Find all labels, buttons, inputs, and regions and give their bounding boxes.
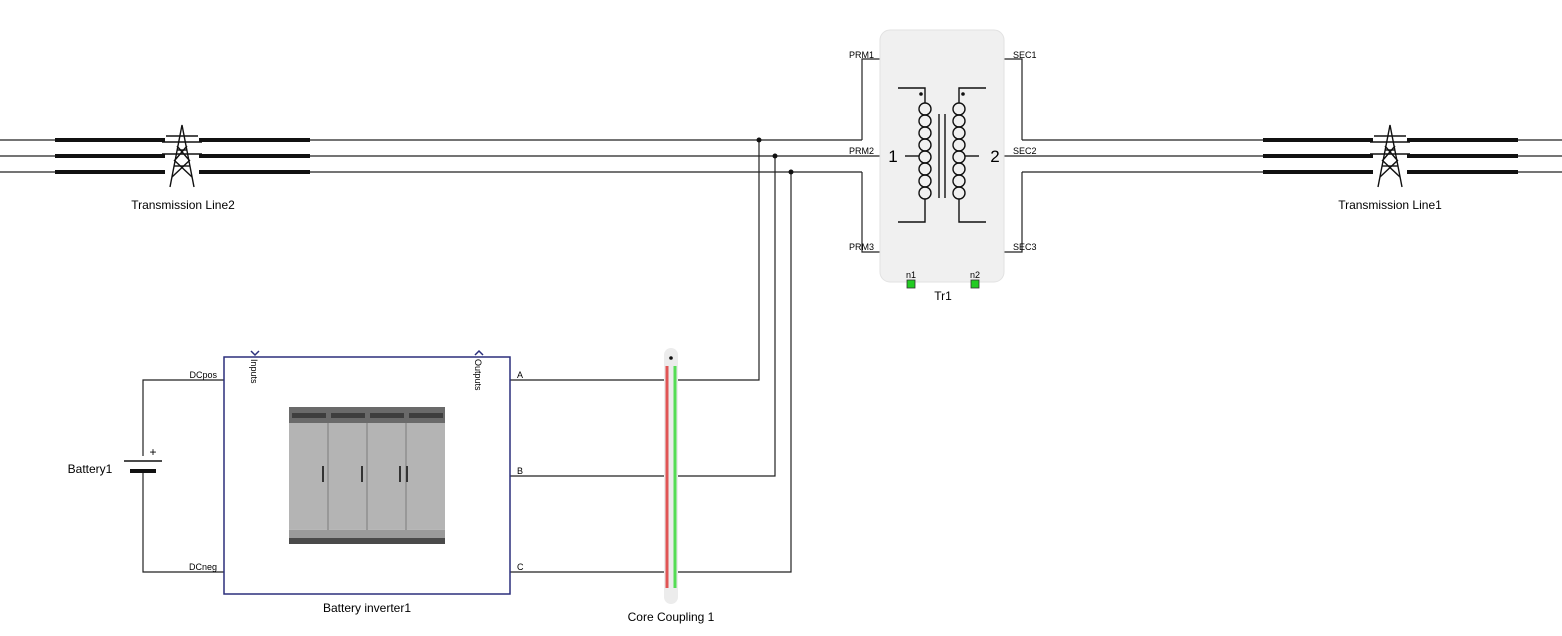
transformer-body [879, 29, 1005, 283]
port-sec2[interactable]: SEC2 [1013, 146, 1037, 156]
winding-primary-label: 1 [888, 147, 897, 166]
transmission-tower-icon [162, 124, 202, 188]
port-sec1[interactable]: SEC1 [1013, 50, 1037, 60]
transmission-line-2[interactable]: Transmission Line2 [55, 124, 310, 212]
winding-secondary-label: 2 [990, 147, 999, 166]
transmission-line-1-label: Transmission Line1 [1338, 198, 1442, 212]
port-a[interactable]: A [517, 370, 523, 380]
transmission-line-2-label: Transmission Line2 [131, 198, 235, 212]
battery-icon [124, 460, 162, 473]
inverter-cabinet-icon [289, 407, 445, 544]
outputs-chevron-icon[interactable] [474, 349, 484, 356]
port-prm2[interactable]: PRM2 [849, 146, 874, 156]
core-coupling-1[interactable]: Core Coupling 1 [628, 348, 715, 624]
port-b[interactable]: B [517, 466, 523, 476]
inputs-chevron-icon[interactable] [250, 350, 260, 357]
transformer-coil-icon [898, 87, 986, 223]
battery-1[interactable]: + Battery1 [68, 445, 162, 476]
battery-plus-sign: + [149, 445, 156, 459]
coupling-dot [669, 356, 673, 360]
terminal-n2[interactable] [970, 279, 980, 289]
terminal-n1[interactable] [906, 279, 916, 289]
inputs-label: Inputs [249, 359, 259, 384]
port-dcneg[interactable]: DCneg [189, 562, 217, 572]
battery-inverter-1[interactable]: Inputs Outputs DCpos DCneg A B C Battery… [189, 349, 524, 615]
outputs-label: Outputs [473, 359, 483, 391]
battery-label: Battery1 [68, 462, 113, 476]
port-sec3[interactable]: SEC3 [1013, 242, 1037, 252]
terminal-n2-label: n2 [970, 270, 980, 280]
core-coupling-label: Core Coupling 1 [628, 610, 715, 624]
transformer-label: Tr1 [934, 289, 952, 303]
transformer-tr1[interactable]: 1 2 PRM1 PRM2 PRM3 SEC1 SEC2 SEC3 n1 n2 … [849, 29, 1037, 303]
terminal-n1-label: n1 [906, 270, 916, 280]
junction-dots [756, 137, 794, 175]
port-c[interactable]: C [517, 562, 524, 572]
port-prm1[interactable]: PRM1 [849, 50, 874, 60]
port-dcpos[interactable]: DCpos [189, 370, 217, 380]
port-prm3[interactable]: PRM3 [849, 242, 874, 252]
transmission-line-1[interactable]: Transmission Line1 [1263, 124, 1518, 212]
transmission-tower-icon [1370, 124, 1410, 188]
inverter-label: Battery inverter1 [323, 601, 411, 615]
